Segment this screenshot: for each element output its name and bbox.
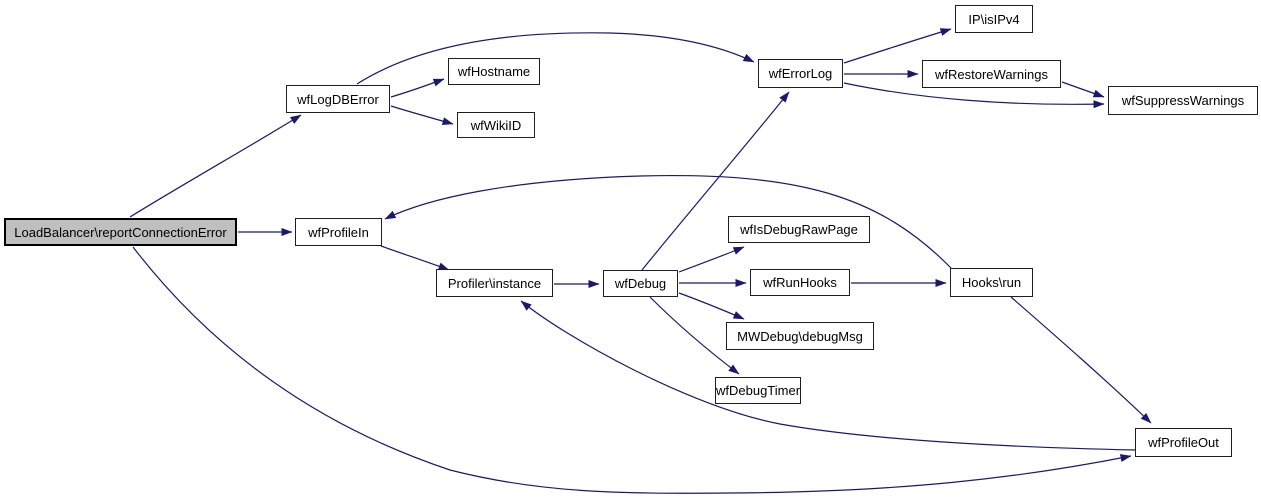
node-wfhostname[interactable]: wfHostname: [448, 58, 540, 85]
node-label: wfDebugTimer: [715, 383, 801, 398]
node-wfdebug[interactable]: wfDebug: [603, 270, 678, 297]
node-hooks-run[interactable]: Hooks\run: [950, 268, 1033, 297]
edge-wflogdberror-to-wfwikiid: [390, 105, 454, 125]
node-label: MWDebug\debugMsg: [737, 328, 863, 344]
node-wfisdebugrawpage[interactable]: wfIsDebugRawPage: [728, 216, 870, 243]
node-wfwikiid[interactable]: wfWikiID: [457, 112, 535, 138]
edge-wfdebug-to-wferrorlog: [641, 91, 790, 271]
edge-wfdebug-to-wfisdebugrawpage: [678, 246, 745, 273]
edge-wfprofileout-to-profiler-instance: [520, 300, 1136, 451]
node-wfrunhooks[interactable]: wfRunHooks: [750, 269, 850, 296]
node-label: wfRunHooks: [763, 275, 837, 290]
edge-hooks-run-to-wfprofileout: [1010, 296, 1152, 424]
node-wfsuppresswarnings[interactable]: wfSuppressWarnings: [1108, 86, 1258, 115]
edge-hooks-run-to-wfprofilein: [384, 175, 952, 269]
node-loadbalancer-reportconnectionerror[interactable]: LoadBalancer\reportConnectionError: [4, 218, 237, 246]
node-label: wfErrorLog: [768, 66, 833, 81]
edge-wfdebug-to-mwdebug-debugmsg: [678, 292, 745, 320]
edge-wfrestorewarnings-to-wfsuppresswarnings: [1061, 81, 1105, 98]
node-wfprofilein[interactable]: wfProfileIn: [295, 218, 382, 246]
node-label: wfIsDebugRawPage: [740, 222, 858, 237]
node-wfrestorewarnings[interactable]: wfRestoreWarnings: [922, 60, 1061, 88]
node-label: wfProfileOut: [1148, 435, 1219, 450]
edge-loadbalancer-reportconnectionerror-to-wfprofileout: [132, 246, 1132, 494]
edge-loadbalancer-reportconnectionerror-to-wflogdberror: [129, 114, 302, 218]
edge-wflogdberror-to-wfhostname: [390, 78, 445, 98]
node-label: wfProfileIn: [308, 224, 369, 240]
node-wflogdberror[interactable]: wfLogDBError: [286, 85, 390, 113]
edge-wferrorlog-to-ip-isipv4: [843, 28, 952, 64]
edge-wferrorlog-to-wfsuppresswarnings: [843, 82, 1105, 109]
edge-wfprofilein-to-profiler-instance: [380, 245, 450, 271]
edge-wflogdberror-to-wferrorlog: [356, 32, 755, 85]
node-label: wfHostname: [457, 64, 531, 79]
node-label: wfRestoreWarnings: [935, 66, 1048, 82]
node-label: wfDebug: [614, 276, 667, 291]
node-profiler-instance[interactable]: Profiler\instance: [436, 269, 553, 297]
edge-wfdebug-to-wfdebugtimer: [649, 296, 740, 375]
node-mwdebug-debugmsg[interactable]: MWDebug\debugMsg: [726, 322, 874, 350]
node-wfdebugtimer[interactable]: wfDebugTimer: [715, 377, 801, 404]
node-wferrorlog[interactable]: wfErrorLog: [758, 59, 843, 88]
node-label: LoadBalancer\reportConnectionError: [14, 224, 227, 240]
node-label: Hooks\run: [961, 275, 1022, 290]
node-label: wfSuppressWarnings: [1121, 93, 1245, 108]
node-label: IP\isIPv4: [968, 11, 1020, 27]
node-wfprofileout[interactable]: wfProfileOut: [1135, 428, 1232, 457]
node-ip-isipv4[interactable]: IP\isIPv4: [955, 5, 1033, 33]
node-label: Profiler\instance: [447, 275, 542, 291]
node-label: wfLogDBError: [297, 91, 379, 107]
node-label: wfWikiID: [470, 117, 522, 133]
